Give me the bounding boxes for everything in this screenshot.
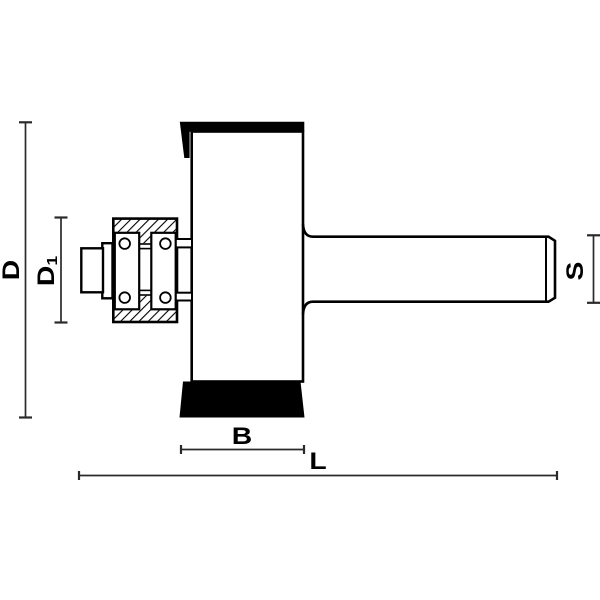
cutter-body: [190, 130, 305, 383]
bearing-inner-gap: [139, 243, 151, 296]
retaining-screw-head: [80, 247, 105, 294]
label-bearing-diameter-D1: D1: [32, 255, 61, 287]
label-cutting-width-B: B: [231, 422, 253, 450]
label-overall-length-L: L: [308, 448, 327, 475]
top-cutting-edge: [179, 121, 305, 158]
bearing-balls: [118, 237, 172, 304]
dimension-lines: [19, 121, 600, 480]
label-bearing-diameter-D1-main: D: [32, 265, 60, 287]
bearing-ball-top-right: [159, 237, 172, 250]
bearing-hub-tab-bottom: [174, 291, 193, 302]
bearing-hub-tab-top: [174, 238, 193, 249]
label-bearing-diameter-D1-sub: 1: [44, 255, 61, 266]
bearing-ball-bottom-right: [159, 291, 172, 304]
shank: [301, 223, 557, 315]
bottom-cutting-edge: [179, 381, 305, 418]
bearing-ball-bottom-left: [118, 291, 131, 304]
label-shank-diameter-S: S: [562, 261, 589, 280]
bearing-race-lines: [139, 243, 152, 296]
bearing-ball-top-left: [118, 237, 131, 250]
label-overall-diameter-D: D: [0, 259, 25, 281]
